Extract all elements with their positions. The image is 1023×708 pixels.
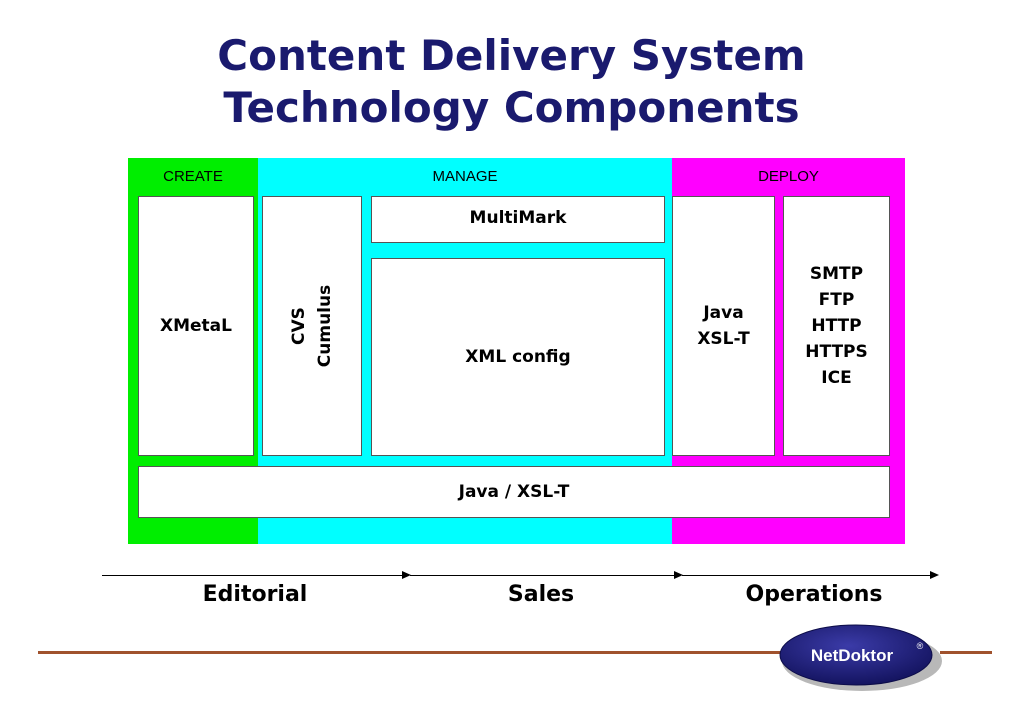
xml-config-text: XML config xyxy=(465,347,571,367)
cvs-text: CVS xyxy=(288,307,309,345)
java-text: Java xyxy=(703,303,744,323)
deploy-label: DEPLOY xyxy=(758,168,819,185)
arrow-operations-line xyxy=(682,575,932,576)
title-line-2: Technology Components xyxy=(223,83,800,132)
cumulus-text: Cumulus xyxy=(314,284,335,368)
phase-sales: Sales xyxy=(507,582,575,607)
java-xslt-bar: Java / XSL-T xyxy=(138,466,890,518)
logo-graphic: NetDoktor ® xyxy=(779,624,942,691)
protocols-list: SMTP FTP HTTP HTTPS ICE xyxy=(805,261,868,391)
arrow-editorial-head xyxy=(402,571,411,579)
create-label: CREATE xyxy=(163,168,223,185)
java-xslt-bar-text: Java / XSL-T xyxy=(458,482,570,502)
protocol-ftp: FTP xyxy=(818,290,855,310)
xmetal-text: XMetaL xyxy=(160,316,232,336)
xml-config-box: XML config xyxy=(371,258,665,456)
protocol-ice: ICE xyxy=(821,368,852,388)
phase-operations: Operations xyxy=(745,582,883,607)
footer-rule-right xyxy=(940,651,992,654)
logo-registered-mark: ® xyxy=(917,641,924,651)
arrow-sales-line xyxy=(410,575,676,576)
netdoktor-logo: NetDoktor ® xyxy=(778,623,944,693)
manage-label: MANAGE xyxy=(432,168,498,185)
java-xslt-text: Java XSL-T xyxy=(697,300,749,352)
footer-rule-left xyxy=(38,651,783,654)
arrow-editorial-line xyxy=(102,575,404,576)
page-title: Content Delivery System Technology Compo… xyxy=(0,30,1023,134)
cvs-cumulus-box: CVS Cumulus xyxy=(262,196,362,456)
protocol-http: HTTP xyxy=(811,316,862,336)
xmetal-box: XMetaL xyxy=(138,196,254,456)
arrow-operations-head xyxy=(930,571,939,579)
protocols-box: SMTP FTP HTTP HTTPS ICE xyxy=(783,196,890,456)
logo-text: NetDoktor xyxy=(811,646,894,665)
xslt-text: XSL-T xyxy=(697,329,750,349)
protocol-smtp: SMTP xyxy=(809,264,864,284)
logo-ellipse xyxy=(779,624,933,686)
protocol-https: HTTPS xyxy=(805,342,868,362)
cvs-cumulus-text: CVS Cumulus xyxy=(286,285,338,367)
java-xslt-box: Java XSL-T xyxy=(672,196,775,456)
phase-editorial: Editorial xyxy=(202,582,308,607)
title-line-1: Content Delivery System xyxy=(217,31,806,80)
arrow-sales-head xyxy=(674,571,683,579)
multimark-text: MultiMark xyxy=(469,208,567,228)
multimark-box: MultiMark xyxy=(371,196,665,243)
